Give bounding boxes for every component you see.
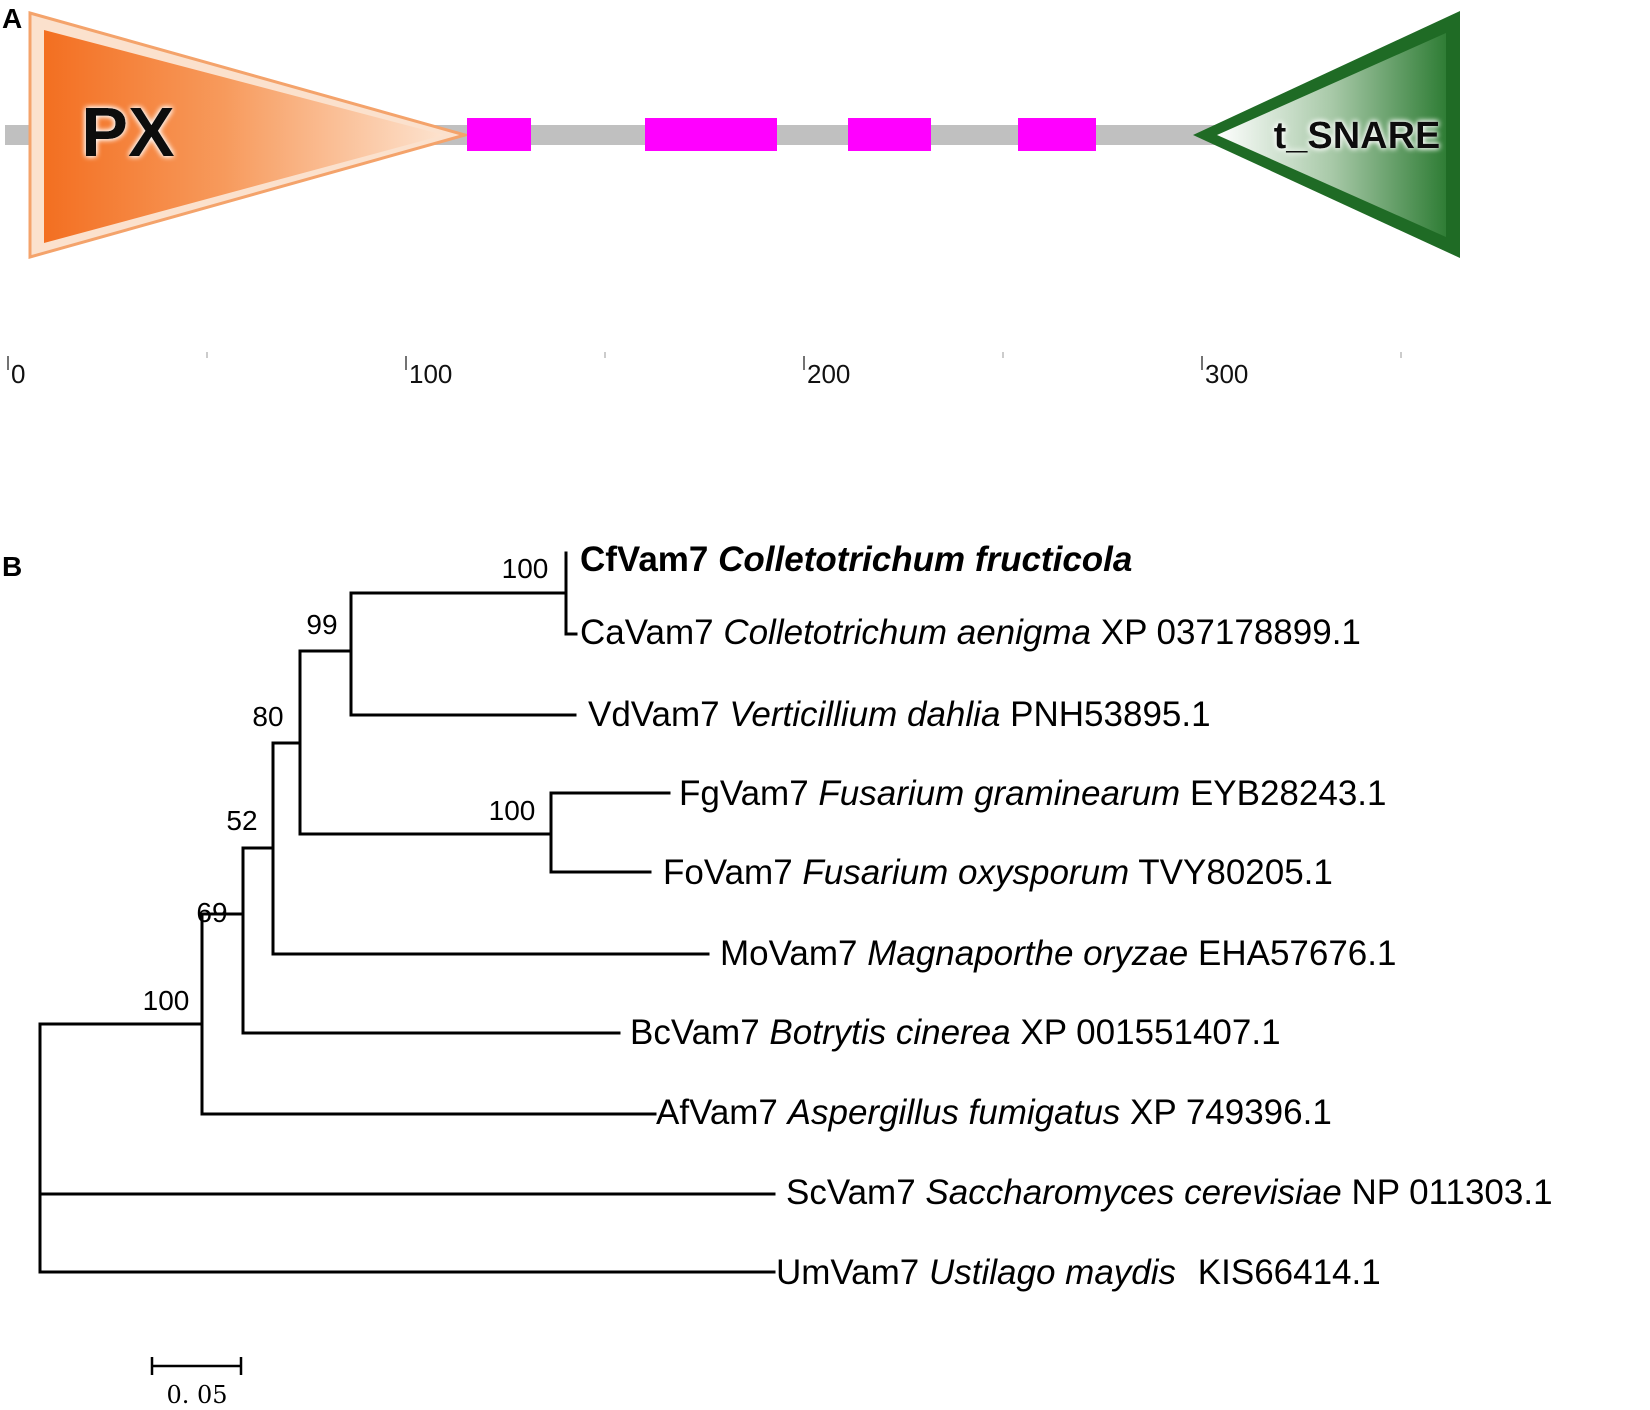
leaf-label-umvam7: UmVam7 Ustilago maydis KIS66414.1 bbox=[776, 1253, 1381, 1292]
px-domain-label: PX bbox=[81, 93, 175, 171]
leaf-label-scvam7: ScVam7 Saccharomyces cerevisiae NP 01130… bbox=[786, 1173, 1553, 1212]
leaf-species: Fusarium oxysporum bbox=[802, 853, 1129, 892]
segment-4 bbox=[1018, 118, 1096, 151]
leaf-accession: TVY80205.1 bbox=[1138, 853, 1333, 892]
leaf-code: BcVam7 bbox=[630, 1013, 760, 1052]
bootstrap-value: 100 bbox=[143, 985, 190, 1016]
leaf-label-afvam7: AfVam7 Aspergillus fumigatus XP 749396.1 bbox=[656, 1093, 1332, 1132]
segment-2 bbox=[645, 118, 777, 151]
axis-tick-label: 0 bbox=[11, 359, 25, 389]
leaf-label-bcvam7: BcVam7 Botrytis cinerea XP 001551407.1 bbox=[630, 1013, 1281, 1052]
leaf-code: CfVam7 bbox=[580, 540, 708, 579]
px-domain: PX bbox=[28, 11, 471, 259]
axis-tick-label: 300 bbox=[1205, 359, 1248, 389]
leaf-accession: KIS66414.1 bbox=[1198, 1253, 1381, 1292]
bootstrap-value: 52 bbox=[226, 805, 257, 836]
leaf-code: FgVam7 bbox=[679, 774, 809, 813]
leaf-label-cfvam7: CfVam7 Colletotrichum fructicola bbox=[580, 540, 1132, 579]
bootstrap-value: 100 bbox=[502, 553, 549, 584]
panel-a-letter: A bbox=[2, 3, 22, 34]
bootstrap-value: 80 bbox=[252, 701, 283, 732]
leaf-species: Aspergillus fumigatus bbox=[786, 1093, 1121, 1132]
leaf-code: MoVam7 bbox=[720, 934, 857, 973]
leaf-label-movam7: MoVam7 Magnaporthe oryzae EHA57676.1 bbox=[720, 934, 1396, 973]
leaf-code: AfVam7 bbox=[656, 1093, 778, 1132]
leaf-code: CaVam7 bbox=[580, 613, 714, 652]
panel-b-letter: B bbox=[2, 551, 22, 582]
leaf-species: Ustilago maydis bbox=[929, 1253, 1176, 1292]
leaf-species: Verticillium dahlia bbox=[729, 695, 1000, 734]
t-snare-domain: t_SNARE bbox=[1193, 11, 1460, 258]
panel-b: B bbox=[2, 540, 1553, 1409]
length-axis: 0 100 200 300 bbox=[7, 352, 1402, 389]
bootstrap-value: 69 bbox=[196, 897, 227, 928]
leaf-species: Fusarium graminearum bbox=[818, 774, 1180, 813]
leaf-accession: EHA57676.1 bbox=[1198, 934, 1396, 973]
leaf-code: ScVam7 bbox=[786, 1173, 916, 1212]
segment-1 bbox=[467, 118, 531, 151]
leaf-label-vdvam7: VdVam7 Verticillium dahlia PNH53895.1 bbox=[588, 695, 1211, 734]
leaf-accession: XP 001551407.1 bbox=[1020, 1013, 1280, 1052]
leaf-species: Colletotrichum aenigma bbox=[723, 613, 1091, 652]
t-snare-domain-label: t_SNARE bbox=[1274, 115, 1441, 157]
axis-tick-label: 100 bbox=[409, 359, 452, 389]
leaf-species: Magnaporthe oryzae bbox=[867, 934, 1188, 973]
leaf-species: Colletotrichum fructicola bbox=[718, 540, 1132, 579]
bootstrap-value: 100 bbox=[489, 795, 536, 826]
leaf-code: UmVam7 bbox=[776, 1253, 919, 1292]
leaf-accession: PNH53895.1 bbox=[1010, 695, 1210, 734]
scale-bar: 0. 05 bbox=[150, 1357, 243, 1409]
leaf-label-cavam7: CaVam7 Colletotrichum aenigma XP 0371788… bbox=[580, 613, 1361, 652]
leaf-code: FoVam7 bbox=[663, 853, 793, 892]
leaf-code: VdVam7 bbox=[588, 695, 720, 734]
leaf-species: Saccharomyces cerevisiae bbox=[925, 1173, 1341, 1212]
bootstrap-value: 99 bbox=[306, 609, 337, 640]
segment-3 bbox=[848, 118, 931, 151]
scale-bar-line bbox=[150, 1357, 243, 1375]
scale-bar-label: 0. 05 bbox=[166, 1381, 227, 1409]
leaf-species: Botrytis cinerea bbox=[769, 1013, 1010, 1052]
leaf-accession: XP 749396.1 bbox=[1130, 1093, 1332, 1132]
leaf-accession: NP 011303.1 bbox=[1351, 1173, 1552, 1212]
panel-a: A PX t_SNARE 0 100 200 300 bbox=[2, 3, 1460, 389]
leaf-label-fovam7: FoVam7 Fusarium oxysporum TVY80205.1 bbox=[663, 853, 1333, 892]
axis-tick-label: 200 bbox=[807, 359, 850, 389]
leaf-label-fgvam7: FgVam7 Fusarium graminearum EYB28243.1 bbox=[679, 774, 1387, 813]
tree-branches bbox=[38, 551, 776, 1274]
leaf-accession: XP 037178899.1 bbox=[1101, 613, 1361, 652]
leaf-accession: EYB28243.1 bbox=[1190, 774, 1387, 813]
